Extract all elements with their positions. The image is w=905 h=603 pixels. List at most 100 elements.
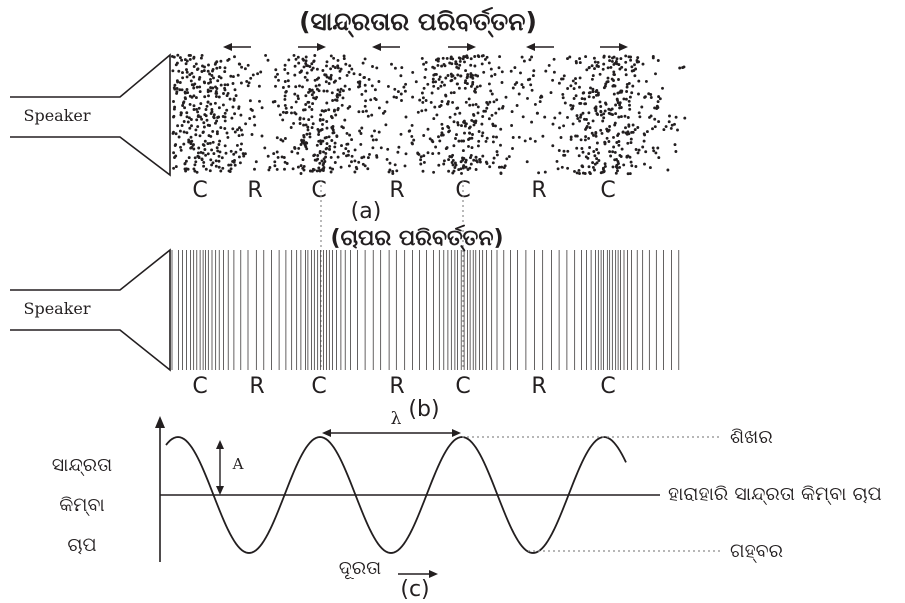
particle bbox=[280, 155, 284, 159]
particle bbox=[370, 134, 374, 138]
particle bbox=[448, 61, 452, 65]
particle bbox=[354, 165, 358, 169]
particle bbox=[530, 120, 534, 124]
particle bbox=[497, 66, 501, 70]
particle bbox=[630, 69, 634, 73]
particle bbox=[310, 126, 314, 130]
particle bbox=[305, 132, 309, 136]
particle bbox=[424, 108, 428, 112]
particle bbox=[339, 87, 343, 91]
particle bbox=[339, 165, 343, 169]
particle bbox=[495, 153, 499, 157]
particle bbox=[283, 63, 287, 67]
particle bbox=[229, 167, 233, 171]
particle bbox=[472, 123, 476, 127]
particle bbox=[192, 143, 195, 147]
particle bbox=[274, 75, 278, 79]
particle bbox=[301, 158, 305, 162]
particle bbox=[574, 134, 578, 138]
particle bbox=[411, 70, 415, 74]
particle bbox=[618, 101, 622, 105]
particle bbox=[530, 55, 534, 59]
particle bbox=[212, 152, 216, 156]
particle bbox=[643, 162, 646, 166]
particle bbox=[581, 171, 585, 175]
region-label-a-4: R bbox=[389, 178, 404, 203]
particle bbox=[324, 80, 328, 84]
particle bbox=[249, 76, 253, 80]
particle bbox=[500, 70, 504, 74]
particle bbox=[463, 124, 467, 128]
particle bbox=[320, 128, 324, 131]
particle bbox=[442, 162, 446, 166]
particle bbox=[465, 76, 469, 80]
particle bbox=[562, 149, 566, 153]
particle bbox=[581, 165, 585, 169]
particle bbox=[420, 56, 424, 60]
particle bbox=[219, 59, 223, 63]
particle bbox=[637, 111, 641, 115]
distance-arrow bbox=[398, 570, 438, 578]
particle bbox=[599, 105, 603, 108]
particle bbox=[422, 160, 426, 164]
particle bbox=[611, 56, 614, 60]
particle bbox=[395, 96, 398, 99]
particle bbox=[412, 138, 416, 142]
particle bbox=[475, 160, 479, 164]
particle bbox=[368, 152, 371, 156]
particle bbox=[330, 139, 334, 142]
particle bbox=[217, 165, 221, 169]
particle bbox=[306, 128, 310, 132]
particle bbox=[468, 137, 472, 140]
particle bbox=[238, 161, 242, 165]
particle bbox=[536, 111, 539, 115]
particle bbox=[629, 55, 633, 59]
particle bbox=[205, 118, 209, 122]
particle bbox=[633, 63, 636, 67]
particle bbox=[658, 97, 662, 101]
particle bbox=[452, 144, 456, 148]
particle bbox=[201, 64, 204, 68]
particle bbox=[218, 66, 222, 69]
particle bbox=[634, 165, 638, 168]
particle bbox=[223, 70, 227, 74]
particle bbox=[561, 96, 565, 100]
particle bbox=[552, 70, 556, 74]
particle bbox=[446, 125, 450, 128]
particle bbox=[442, 159, 446, 163]
particle bbox=[407, 129, 411, 133]
particle bbox=[193, 169, 197, 173]
particle bbox=[433, 105, 437, 109]
particle bbox=[302, 117, 306, 121]
particle bbox=[233, 88, 237, 92]
particle bbox=[192, 75, 196, 79]
particle bbox=[469, 84, 473, 88]
particle bbox=[588, 172, 592, 176]
particle bbox=[462, 139, 466, 143]
particle bbox=[553, 116, 557, 120]
particle bbox=[329, 54, 333, 58]
particle bbox=[648, 166, 652, 170]
particle bbox=[476, 144, 480, 148]
particle bbox=[434, 80, 438, 84]
particle bbox=[377, 80, 381, 83]
particle bbox=[333, 141, 337, 145]
particle bbox=[596, 91, 600, 95]
particle bbox=[438, 139, 442, 143]
particle bbox=[544, 69, 548, 73]
particle bbox=[282, 156, 286, 159]
particle bbox=[212, 113, 216, 117]
particle bbox=[599, 113, 603, 117]
particle bbox=[605, 136, 609, 140]
particle bbox=[240, 65, 244, 69]
particle bbox=[348, 133, 352, 137]
particle bbox=[322, 162, 326, 165]
particle bbox=[216, 149, 220, 153]
particle bbox=[303, 75, 307, 79]
particle bbox=[194, 96, 198, 100]
particle bbox=[212, 76, 215, 80]
particle bbox=[211, 161, 215, 165]
particle bbox=[175, 61, 179, 65]
particle bbox=[393, 163, 397, 167]
particle bbox=[235, 143, 239, 147]
